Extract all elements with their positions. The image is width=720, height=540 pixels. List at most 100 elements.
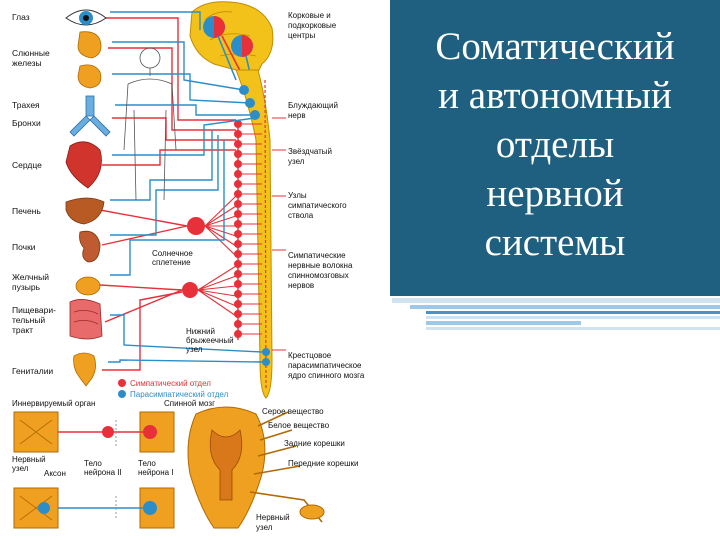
- organ-labels: Глаз Слюнные железы Трахея Бронхи Сердце…: [12, 12, 56, 376]
- trunk-ganglion: [234, 140, 242, 148]
- label-axon: Аксон: [44, 469, 66, 478]
- decor-stripe-2: [410, 305, 720, 309]
- label-neuron-1-2: нейрона I: [138, 468, 174, 477]
- label-gallbladder-2: пузырь: [12, 282, 41, 292]
- reflex-arc-inset: Иннервируемый орган Спинной мозг Нервный…: [12, 399, 215, 529]
- spinal-labels: Корковые и подкорковые центры Блуждающий…: [288, 11, 365, 380]
- solar-plexus: [182, 195, 237, 317]
- trunk-ganglion: [234, 220, 242, 228]
- cortical-centers: [203, 16, 255, 91]
- label-ganglion-2: узел: [256, 523, 273, 532]
- trunk-ganglion: [234, 160, 242, 168]
- decor-stripe-1: [392, 298, 720, 303]
- label-symp-fibers-3: спинномозговых: [288, 271, 349, 280]
- label-innervated-organ: Иннервируемый орган: [12, 399, 95, 408]
- label-gray-matter: Серое вещество: [262, 407, 324, 416]
- label-genitals: Гениталии: [12, 366, 53, 376]
- label-lower-mesenteric-1: Нижний: [186, 327, 215, 336]
- trachea-icon: [69, 95, 111, 137]
- label-cortical-2: подкорковые: [288, 21, 337, 30]
- label-nerve-node-2: узел: [12, 464, 29, 473]
- label-sacral-2: парасимпатическое: [288, 361, 362, 370]
- label-ventral-roots: Передние корешки: [288, 459, 358, 468]
- trunk-ganglion: [234, 310, 242, 318]
- label-bronchi: Бронхи: [12, 118, 41, 128]
- label-symp-fibers-2: нервные волокна: [288, 261, 353, 270]
- label-gallbladder-1: Желчный: [12, 272, 49, 282]
- salivary-gland-icon: [77, 31, 102, 89]
- label-ganglion-1: Нервный: [256, 513, 290, 522]
- trunk-ganglion: [234, 240, 242, 248]
- label-sacral-1: Крестцовое: [288, 351, 332, 360]
- label-digestive-1: Пищевари-: [12, 305, 56, 315]
- label-vagus-2: нерв: [288, 111, 306, 120]
- label-digestive-3: тракт: [12, 325, 33, 335]
- decor-stripe-6: [426, 327, 720, 330]
- trunk-ganglion: [234, 330, 242, 338]
- label-solar-1: Солнечное: [152, 249, 193, 258]
- title-panel: [390, 0, 720, 296]
- trunk-ganglion: [234, 130, 242, 138]
- label-trunk-3: ствола: [288, 211, 314, 220]
- center-labels: Солнечное сплетение Нижний брыжеечный уз…: [152, 249, 234, 354]
- label-trachea: Трахея: [12, 100, 40, 110]
- slide-title: Соматический и автономный отделы нервной…: [395, 22, 715, 267]
- nervous-system-diagram: Глаз Слюнные железы Трахея Бронхи Сердце…: [12, 1, 365, 532]
- decor-stripe-4: [426, 316, 720, 319]
- trunk-ganglion: [234, 150, 242, 158]
- genitals-icon: [73, 352, 96, 387]
- decor-stripe-3: [426, 311, 720, 314]
- label-vagus-1: Блуждающий: [288, 101, 338, 110]
- sympathetic-trunk: [234, 120, 262, 340]
- label-cortical-1: Корковые и: [288, 11, 331, 20]
- label-neuron-1-1: Тело: [138, 459, 156, 468]
- label-white-matter: Белое вещество: [268, 421, 330, 430]
- label-kidneys: Почки: [12, 242, 36, 252]
- label-neuron-2-1: Тело: [84, 459, 102, 468]
- trunk-ganglion: [234, 300, 242, 308]
- eye-icon: [65, 9, 107, 26]
- label-digestive-2: тельный: [12, 315, 45, 325]
- label-trunk-1: Узлы: [288, 191, 307, 200]
- heart-icon: [65, 141, 102, 189]
- label-salivary-1: Слюнные: [12, 48, 50, 58]
- label-sacral-3: ядро спинного мозга: [288, 371, 365, 380]
- title-line-5: системы: [484, 221, 626, 264]
- legend-sympathetic: Симпатический отдел: [130, 379, 211, 388]
- label-stellate-1: Звёздчатый: [288, 147, 332, 156]
- trunk-ganglion: [234, 230, 242, 238]
- trunk-ganglion: [234, 180, 242, 188]
- title-line-2: и автономный: [438, 74, 672, 117]
- legend-parasympathetic: Парасимпатический отдел: [130, 390, 229, 399]
- legend-parasympathetic-swatch: [118, 390, 126, 398]
- label-trunk-2: симпатического: [288, 201, 347, 210]
- trunk-ganglion: [234, 120, 242, 128]
- label-dorsal-roots: Задние корешки: [284, 439, 345, 448]
- trunk-ganglion: [234, 170, 242, 178]
- trunk-ganglion: [234, 250, 242, 258]
- trunk-ganglion: [234, 320, 242, 328]
- title-line-3: отделы: [495, 123, 615, 166]
- title-line-4: нервной: [486, 172, 624, 215]
- label-nerve-node-1: Нервный: [12, 455, 46, 464]
- label-stellate-2: узел: [288, 157, 305, 166]
- body-outline: [123, 47, 177, 201]
- label-symp-fibers-1: Симпатические: [288, 251, 346, 260]
- intestine-icon: [69, 299, 103, 340]
- label-lower-mesenteric-2: брыжеечный: [186, 336, 234, 345]
- kidney-icon: [79, 230, 101, 263]
- brain: [189, 1, 274, 73]
- liver-icon: [65, 197, 105, 225]
- spinal-cross-section: Серое вещество Белое вещество Задние кор…: [187, 406, 358, 532]
- gallbladder-icon: [75, 276, 101, 296]
- label-salivary-2: железы: [12, 58, 42, 68]
- label-spinal-cord: Спинной мозг: [164, 399, 215, 408]
- label-heart: Сердце: [12, 160, 42, 170]
- label-symp-fibers-4: нервов: [288, 281, 314, 290]
- trunk-ganglion: [234, 280, 242, 288]
- label-eye: Глаз: [12, 12, 30, 22]
- legend-sympathetic-swatch: [118, 379, 126, 387]
- label-cortical-3: центры: [288, 31, 315, 40]
- legend: Симпатический отдел Парасимпатический от…: [118, 379, 229, 399]
- label-liver: Печень: [12, 206, 41, 216]
